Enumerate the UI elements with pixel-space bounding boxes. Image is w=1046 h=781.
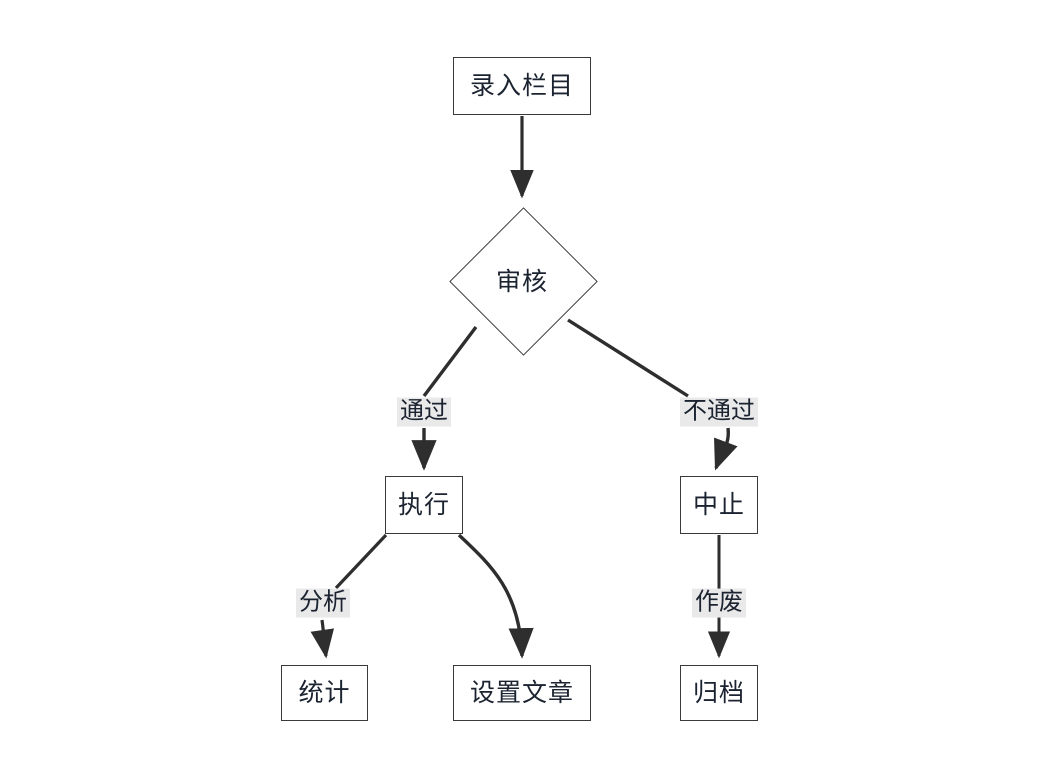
edge-label-pass: 通过 xyxy=(397,397,451,427)
node-abort-label: 中止 xyxy=(692,490,745,519)
node-review-label: 审核 xyxy=(495,268,548,296)
node-article-label: 设置文章 xyxy=(469,678,574,707)
node-archive[interactable]: 归档 xyxy=(680,665,758,721)
node-entry[interactable]: 录入栏目 xyxy=(453,57,591,115)
edge-execute-to-article xyxy=(457,533,534,659)
edge-label-fail: 不通过 xyxy=(680,397,758,427)
node-execute[interactable]: 执行 xyxy=(385,476,463,534)
edge-review-to-abort-stem xyxy=(714,427,738,471)
node-entry-label: 录入栏目 xyxy=(469,71,574,100)
edge-label-void: 作废 xyxy=(692,588,746,618)
node-abort[interactable]: 中止 xyxy=(680,476,758,534)
node-article[interactable]: 设置文章 xyxy=(453,665,591,721)
node-execute-label: 执行 xyxy=(397,490,450,519)
node-stats[interactable]: 统计 xyxy=(281,665,368,721)
edge-label-analysis: 分析 xyxy=(296,588,350,618)
node-archive-label: 归档 xyxy=(692,678,745,707)
node-review[interactable]: 审核 xyxy=(448,206,598,356)
edge-execute-to-stats-stem xyxy=(310,619,335,659)
node-stats-label: 统计 xyxy=(298,678,351,707)
edge-execute-to-stats xyxy=(334,533,388,590)
